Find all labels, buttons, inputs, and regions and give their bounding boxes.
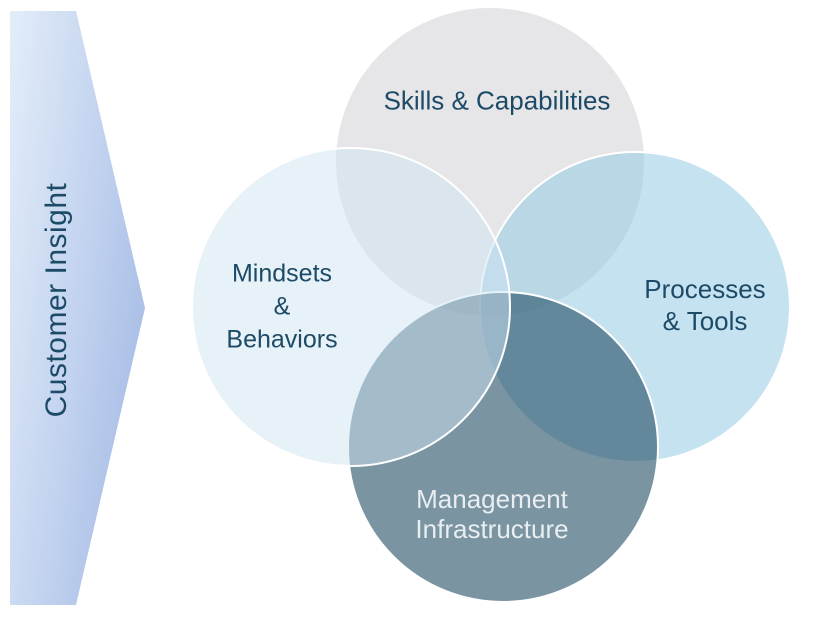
mindsets-behaviors-circle	[191, 147, 511, 467]
customer-insight-arrow-shape	[10, 11, 145, 605]
